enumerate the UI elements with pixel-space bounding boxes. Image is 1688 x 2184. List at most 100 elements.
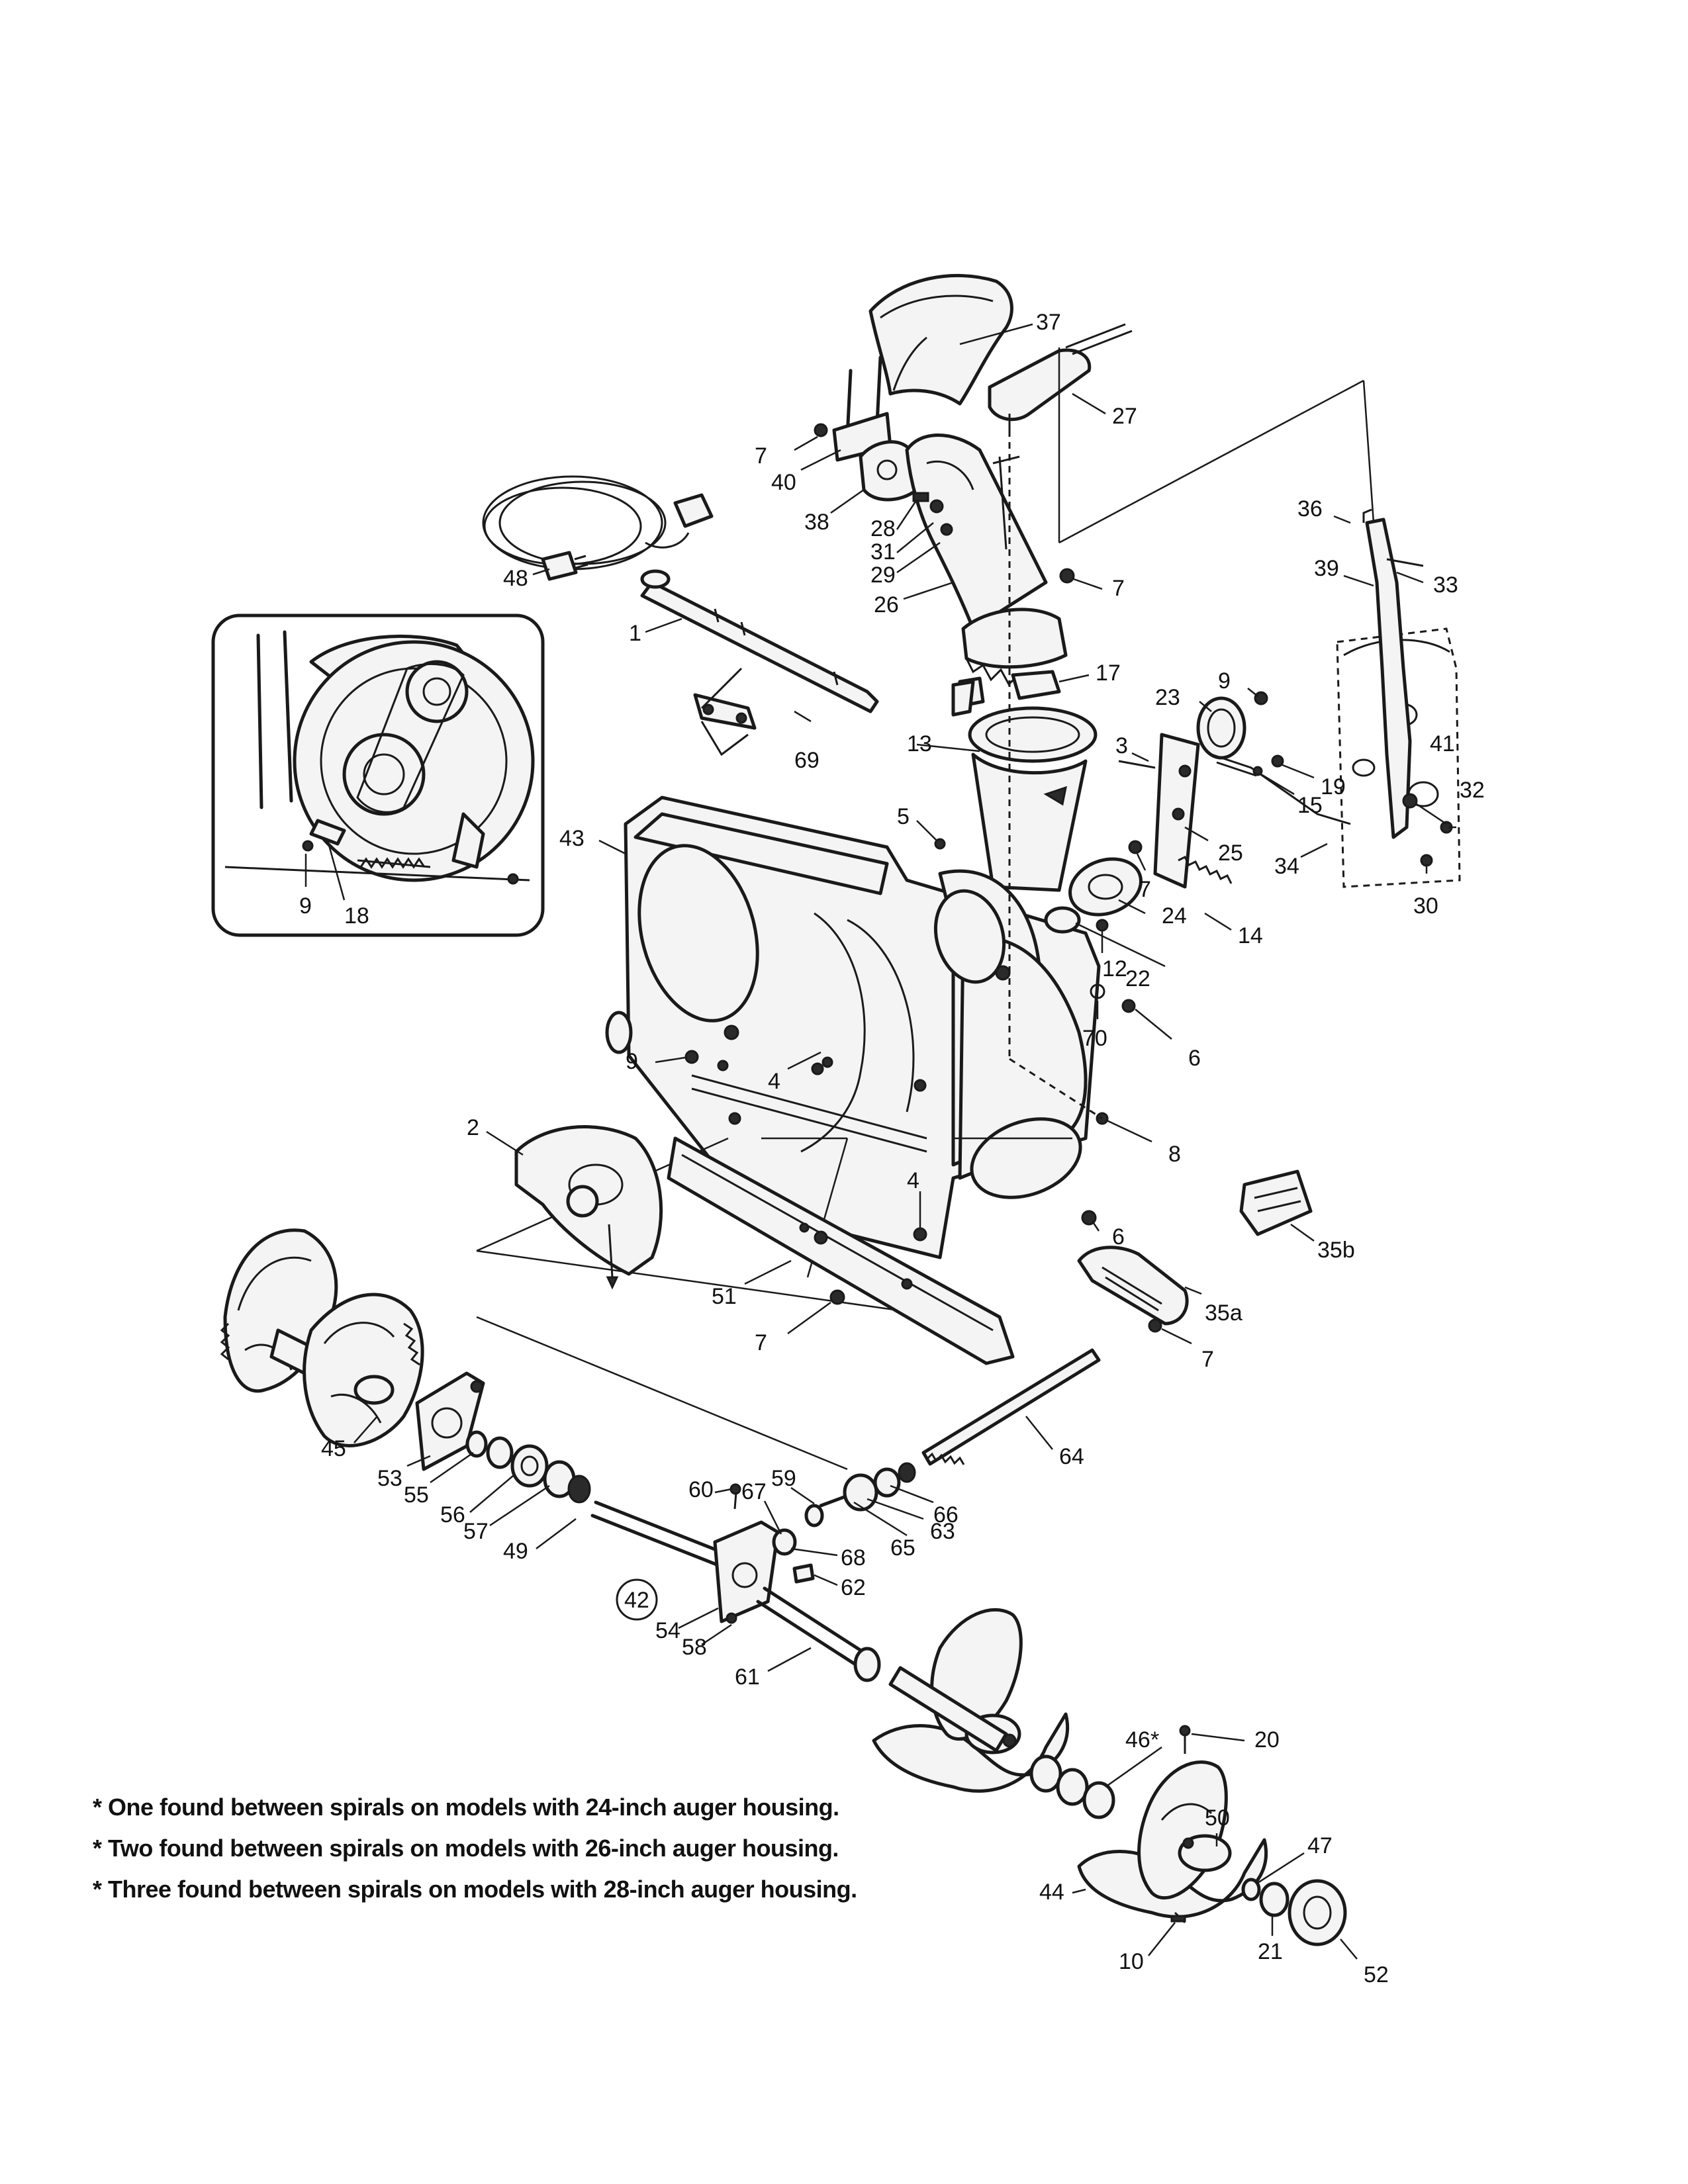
circled-callout-ring — [616, 1578, 658, 1621]
callout-55: 55 — [404, 1482, 429, 1508]
callout-63: 63 — [930, 1519, 955, 1544]
callout-48: 48 — [503, 566, 528, 591]
callout-67: 67 — [741, 1479, 767, 1504]
callout-25: 25 — [1218, 841, 1243, 866]
callout-21: 21 — [1258, 1939, 1283, 1964]
worm-shaft-bearings-63-65-66 — [843, 1462, 916, 1512]
callout-62: 62 — [841, 1575, 866, 1600]
callout-19: 19 — [1321, 774, 1346, 799]
leader-lines — [305, 323, 1456, 1960]
chute-26 — [905, 433, 1068, 692]
auger-housing-43 — [605, 796, 1101, 1259]
skid-shoe-35a — [1077, 1246, 1189, 1333]
callout-6: 6 — [1112, 1224, 1125, 1250]
callout-24: 24 — [1162, 903, 1187, 929]
bearing-housing-69 — [693, 667, 757, 756]
callout-12: 12 — [1102, 956, 1127, 981]
callout-2: 2 — [467, 1115, 479, 1140]
callout-5: 5 — [897, 804, 910, 829]
callout-68: 68 — [841, 1545, 866, 1570]
callout-28: 28 — [870, 516, 896, 541]
callout-23: 23 — [1155, 685, 1180, 710]
callout-15: 15 — [1297, 793, 1323, 818]
callout-70: 70 — [1082, 1026, 1107, 1051]
callout-10: 10 — [1119, 1949, 1144, 1974]
callout-64: 64 — [1059, 1444, 1084, 1469]
chute-control-handle-27 — [988, 323, 1133, 430]
drive-pulley-23 — [1196, 691, 1268, 760]
callout-7: 7 — [1139, 877, 1151, 902]
auger-spiral-44 — [1077, 1760, 1268, 1924]
callout-30: 30 — [1413, 893, 1438, 919]
auger-shaft-49 — [590, 1500, 724, 1567]
callout-6: 6 — [1188, 1046, 1201, 1071]
extension-spring-14 — [1178, 855, 1233, 884]
worm-gear-parts-59-67-68-62 — [772, 1495, 846, 1584]
callout-69: 69 — [794, 748, 820, 773]
callout-4: 4 — [907, 1168, 919, 1193]
belt-cable-34 — [1211, 753, 1351, 825]
callout-9: 9 — [1218, 668, 1231, 694]
belt-keeper-24-12-22 — [1044, 840, 1143, 1125]
callout-3: 3 — [1115, 733, 1128, 758]
hardware-housing-small — [684, 838, 1097, 1305]
callout-14: 14 — [1238, 923, 1263, 948]
callout-43: 43 — [559, 826, 585, 851]
callout-4: 4 — [768, 1069, 780, 1094]
impeller-shaft-1 — [640, 569, 879, 713]
callout-26: 26 — [874, 592, 899, 617]
end-hardware-47-21-52 — [1241, 1878, 1347, 1946]
electric-start-cord-48 — [482, 475, 714, 581]
callout-39: 39 — [1314, 556, 1339, 581]
callout-35a: 35a — [1205, 1300, 1243, 1326]
callout-35b: 35b — [1317, 1238, 1355, 1263]
callout-29: 29 — [870, 563, 896, 588]
gearbox-housing-54 — [713, 1483, 780, 1624]
callout-9: 9 — [299, 893, 312, 919]
callout-36: 36 — [1297, 496, 1323, 522]
spacers-46 — [1029, 1725, 1191, 1819]
callout-50: 50 — [1205, 1805, 1230, 1831]
scraper-bar-51 — [667, 1136, 1015, 1365]
callout-20: 20 — [1254, 1727, 1280, 1752]
callout-7: 7 — [755, 1330, 767, 1355]
chute-deflector-37 — [868, 273, 1013, 406]
callout-57: 57 — [463, 1519, 489, 1544]
callout-9: 9 — [626, 1049, 638, 1074]
callout-66: 66 — [933, 1502, 959, 1527]
idler-bracket-25 — [1118, 733, 1200, 889]
callout-49: 49 — [503, 1539, 528, 1564]
callout-56: 56 — [440, 1502, 465, 1527]
callout-1: 1 — [629, 621, 641, 646]
callout-17: 17 — [1096, 660, 1121, 686]
callout-31: 31 — [870, 539, 896, 565]
callout-53: 53 — [377, 1466, 402, 1491]
callout-7: 7 — [1201, 1347, 1214, 1372]
chute-keepers-17 — [951, 670, 1061, 717]
callout-27: 27 — [1112, 404, 1137, 429]
callout-47: 47 — [1307, 1833, 1333, 1858]
chute-hardware-28-31-29 — [912, 492, 1075, 584]
footnote-24-inch: * One found between spirals on models wi… — [93, 1794, 839, 1821]
callout-54: 54 — [655, 1618, 680, 1643]
callout-65: 65 — [890, 1535, 915, 1561]
callout-60: 60 — [688, 1477, 714, 1502]
callout-52: 52 — [1364, 1962, 1389, 1987]
callout-59: 59 — [771, 1466, 796, 1491]
callout-44: 44 — [1039, 1880, 1064, 1905]
callout-33: 33 — [1433, 572, 1458, 598]
auger-spiral-right-upper — [872, 1608, 1070, 1793]
bearings-55-56-57 — [465, 1430, 591, 1504]
worm-shaft-64 — [921, 1348, 1101, 1466]
callout-42: 42 — [624, 1588, 649, 1613]
callout-8: 8 — [1168, 1142, 1181, 1167]
skid-shoe-35b — [1239, 1169, 1313, 1236]
callout-18: 18 — [344, 903, 369, 929]
drive-shaft-61 — [756, 1586, 881, 1682]
callout-46: 46* — [1125, 1727, 1159, 1752]
detail-inset-pulley-view — [211, 614, 545, 937]
callout-7: 7 — [755, 443, 767, 469]
callout-32: 32 — [1460, 778, 1485, 803]
callout-51: 51 — [712, 1284, 737, 1309]
